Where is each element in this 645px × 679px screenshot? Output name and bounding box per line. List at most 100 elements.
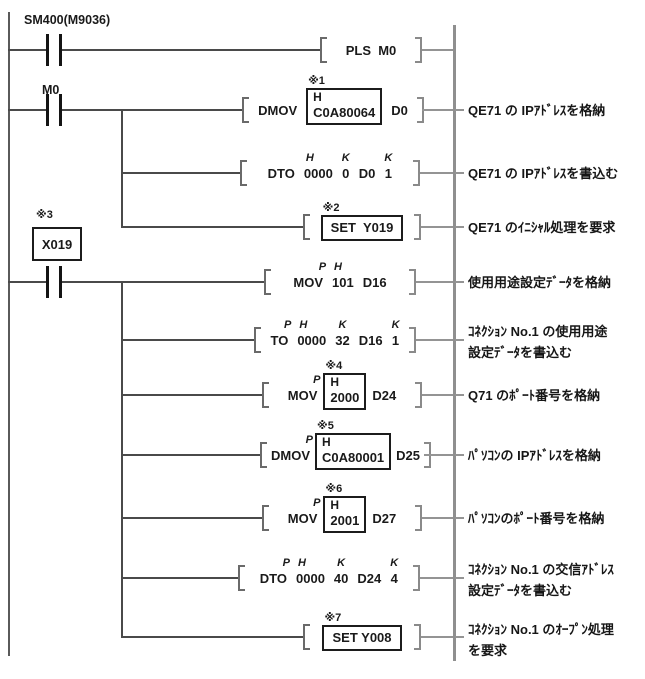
left-power-rail: [8, 12, 10, 656]
operand: D16: [358, 333, 383, 348]
wire: [121, 636, 305, 638]
contact-m0-bar-right: [59, 94, 62, 126]
operand: D16: [362, 275, 387, 290]
contact-m0-bar-left: [46, 94, 49, 126]
right-power-rail: [453, 25, 456, 661]
opcode: DMOV: [258, 103, 298, 118]
left-bracket: [238, 565, 245, 591]
wire: [422, 109, 453, 111]
wire: [62, 49, 320, 51]
contact-label-x019: X019: [32, 227, 82, 261]
wire: [421, 226, 453, 228]
operand: D24: [372, 388, 397, 403]
comment-request-initial: QE71 のｲﾆｼｬﾙ処理を要求: [468, 220, 616, 235]
comment-request-open: ｺﾈｸｼｮﾝ No.1 のｵｰﾌﾟﾝ処理を要求: [468, 622, 614, 658]
left-bracket: [254, 327, 261, 353]
contact-x019-bar-left: [46, 266, 49, 298]
comment-write-usage: ｺﾈｸｼｮﾝ No.1 の使用用途設定ﾃﾞｰﾀを書込む: [468, 324, 608, 360]
opcode: DTO: [267, 166, 295, 181]
branch-line-m0: [121, 110, 123, 228]
wire: [121, 517, 262, 519]
right-bracket: [409, 269, 416, 295]
wire: [8, 281, 47, 283]
comment-tick: [455, 394, 464, 396]
comment-store-q71-port: Q71 のﾎﾟｰﾄ番号を格納: [468, 388, 601, 403]
wire: [424, 454, 453, 456]
value-box-group: ※4 H 2000: [323, 360, 367, 410]
contact-x019-bar-right: [59, 266, 62, 298]
left-bracket: [240, 160, 247, 186]
left-bracket: [303, 214, 310, 240]
comment-tick: [455, 109, 464, 111]
boxed-value: H C0A80064: [306, 88, 383, 125]
wire: [62, 109, 242, 111]
operand: D24: [357, 571, 382, 586]
footnote-mark-5: ※5: [317, 420, 334, 432]
comment-store-pc-port: ﾊﾟｿｺﾝのﾎﾟｰﾄ番号を格納: [468, 511, 605, 526]
wire: [121, 454, 260, 456]
comment-write-qe71-ip: QE71 の IPｱﾄﾞﾚｽを書込む: [468, 166, 619, 181]
footnote-mark-3: ※3: [36, 209, 53, 221]
footnote-mark-1: ※1: [308, 75, 325, 87]
wire: [420, 577, 453, 579]
contact-sm400-bar-right: [59, 34, 62, 66]
right-bracket: [412, 565, 420, 591]
right-bracket: [415, 505, 422, 531]
wire: [420, 172, 453, 174]
left-bracket: [242, 97, 249, 123]
wire: [121, 226, 305, 228]
wire: [121, 394, 262, 396]
instruction-pls-m0: PLS M0: [320, 37, 422, 63]
wire: [422, 517, 453, 519]
left-bracket: [303, 624, 310, 650]
wire: [416, 281, 453, 283]
boxed-instruction: SET Y019: [320, 215, 404, 241]
operand: D25: [396, 448, 421, 463]
boxed-value: H C0A80001: [315, 433, 392, 470]
wire: [121, 172, 240, 174]
boxed-value: H 2000: [323, 373, 367, 410]
right-bracket: [413, 214, 421, 240]
wire: [422, 49, 453, 51]
footnote-mark-6: ※6: [325, 483, 343, 495]
comment-tick: [455, 517, 464, 519]
operand: D0: [358, 166, 376, 181]
comment-tick: [455, 454, 464, 456]
boxed-instruction: SET Y008: [322, 625, 402, 651]
contact-label-m0: M0: [42, 83, 60, 97]
footnote-mark-2: ※2: [322, 202, 340, 214]
wire: [422, 394, 453, 396]
comment-write-comm-addr: ｺﾈｸｼｮﾝ No.1 の交信ｱﾄﾞﾚｽ設定ﾃﾞｰﾀを書込む: [468, 562, 614, 598]
wire: [121, 577, 238, 579]
wire: [421, 636, 453, 638]
footnote-mark-4: ※4: [325, 360, 343, 372]
wire: [62, 281, 264, 283]
comment-tick: [455, 577, 464, 579]
comment-store-pc-ip: ﾊﾟｿｺﾝの IPｱﾄﾞﾚｽを格納: [468, 448, 601, 463]
left-bracket: [260, 442, 267, 468]
left-bracket: [262, 382, 269, 408]
boxed-value: H 2001: [323, 496, 367, 533]
contact-sm400-bar-left: [46, 34, 49, 66]
comment-tick: [455, 339, 464, 341]
wire: [121, 339, 254, 341]
instruction-set-y019: ※2 SET Y019: [303, 202, 421, 241]
opcode: PLS M0: [345, 43, 397, 58]
right-bracket: [415, 382, 422, 408]
left-bracket: [262, 505, 269, 531]
comment-store-usage: 使用用途設定ﾃﾞｰﾀを格納: [468, 275, 612, 290]
comment-store-qe71-ip: QE71 の IPｱﾄﾞﾚｽを格納: [468, 103, 606, 118]
